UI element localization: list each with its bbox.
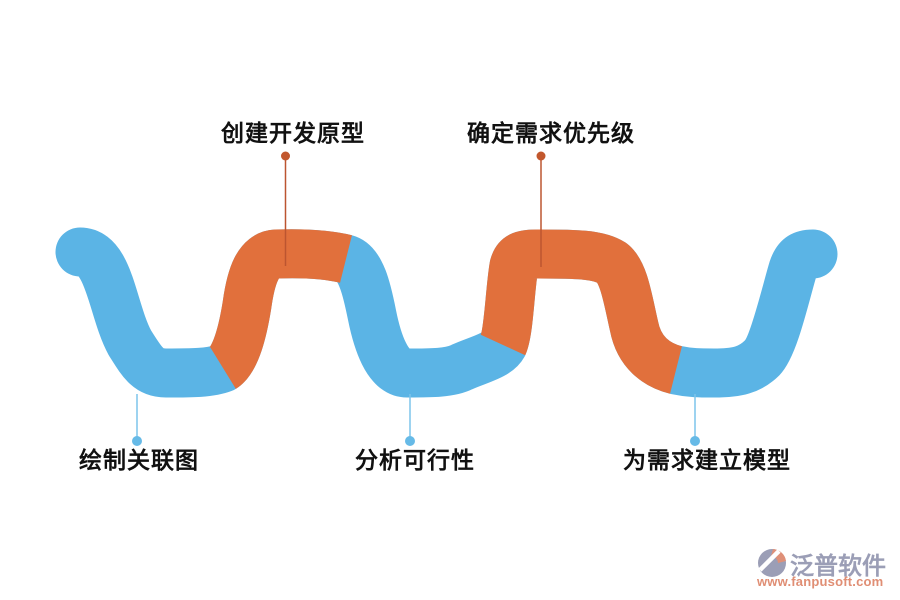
- bottom-connector-dot-2: [405, 436, 415, 446]
- watermark-url: www.fanpusoft.com: [757, 574, 884, 589]
- bottom-connector-dot-3: [690, 436, 700, 446]
- fanpu-logo-icon: [758, 549, 786, 577]
- step-label-draw-association-diagram: 绘制关联图: [79, 447, 199, 473]
- wave-orange-segment-2: [479, 229, 684, 394]
- bottom-connector-dot-1: [132, 436, 142, 446]
- top-connector-dot-1: [281, 151, 290, 161]
- wave-blue-tube: [55, 227, 838, 398]
- step-label-analyze-feasibility: 分析可行性: [355, 447, 475, 473]
- step-label-create-prototype: 创建开发原型: [221, 120, 365, 146]
- watermark: 泛普软件 www.fanpusoft.com: [757, 548, 892, 592]
- step-label-model-requirements: 为需求建立模型: [623, 447, 791, 473]
- step-label-prioritize-requirements: 确定需求优先级: [467, 120, 635, 146]
- watermark-brand: 泛普软件: [790, 553, 886, 580]
- wave-orange-segment-1: [207, 229, 352, 389]
- top-connector-dot-2: [536, 151, 546, 161]
